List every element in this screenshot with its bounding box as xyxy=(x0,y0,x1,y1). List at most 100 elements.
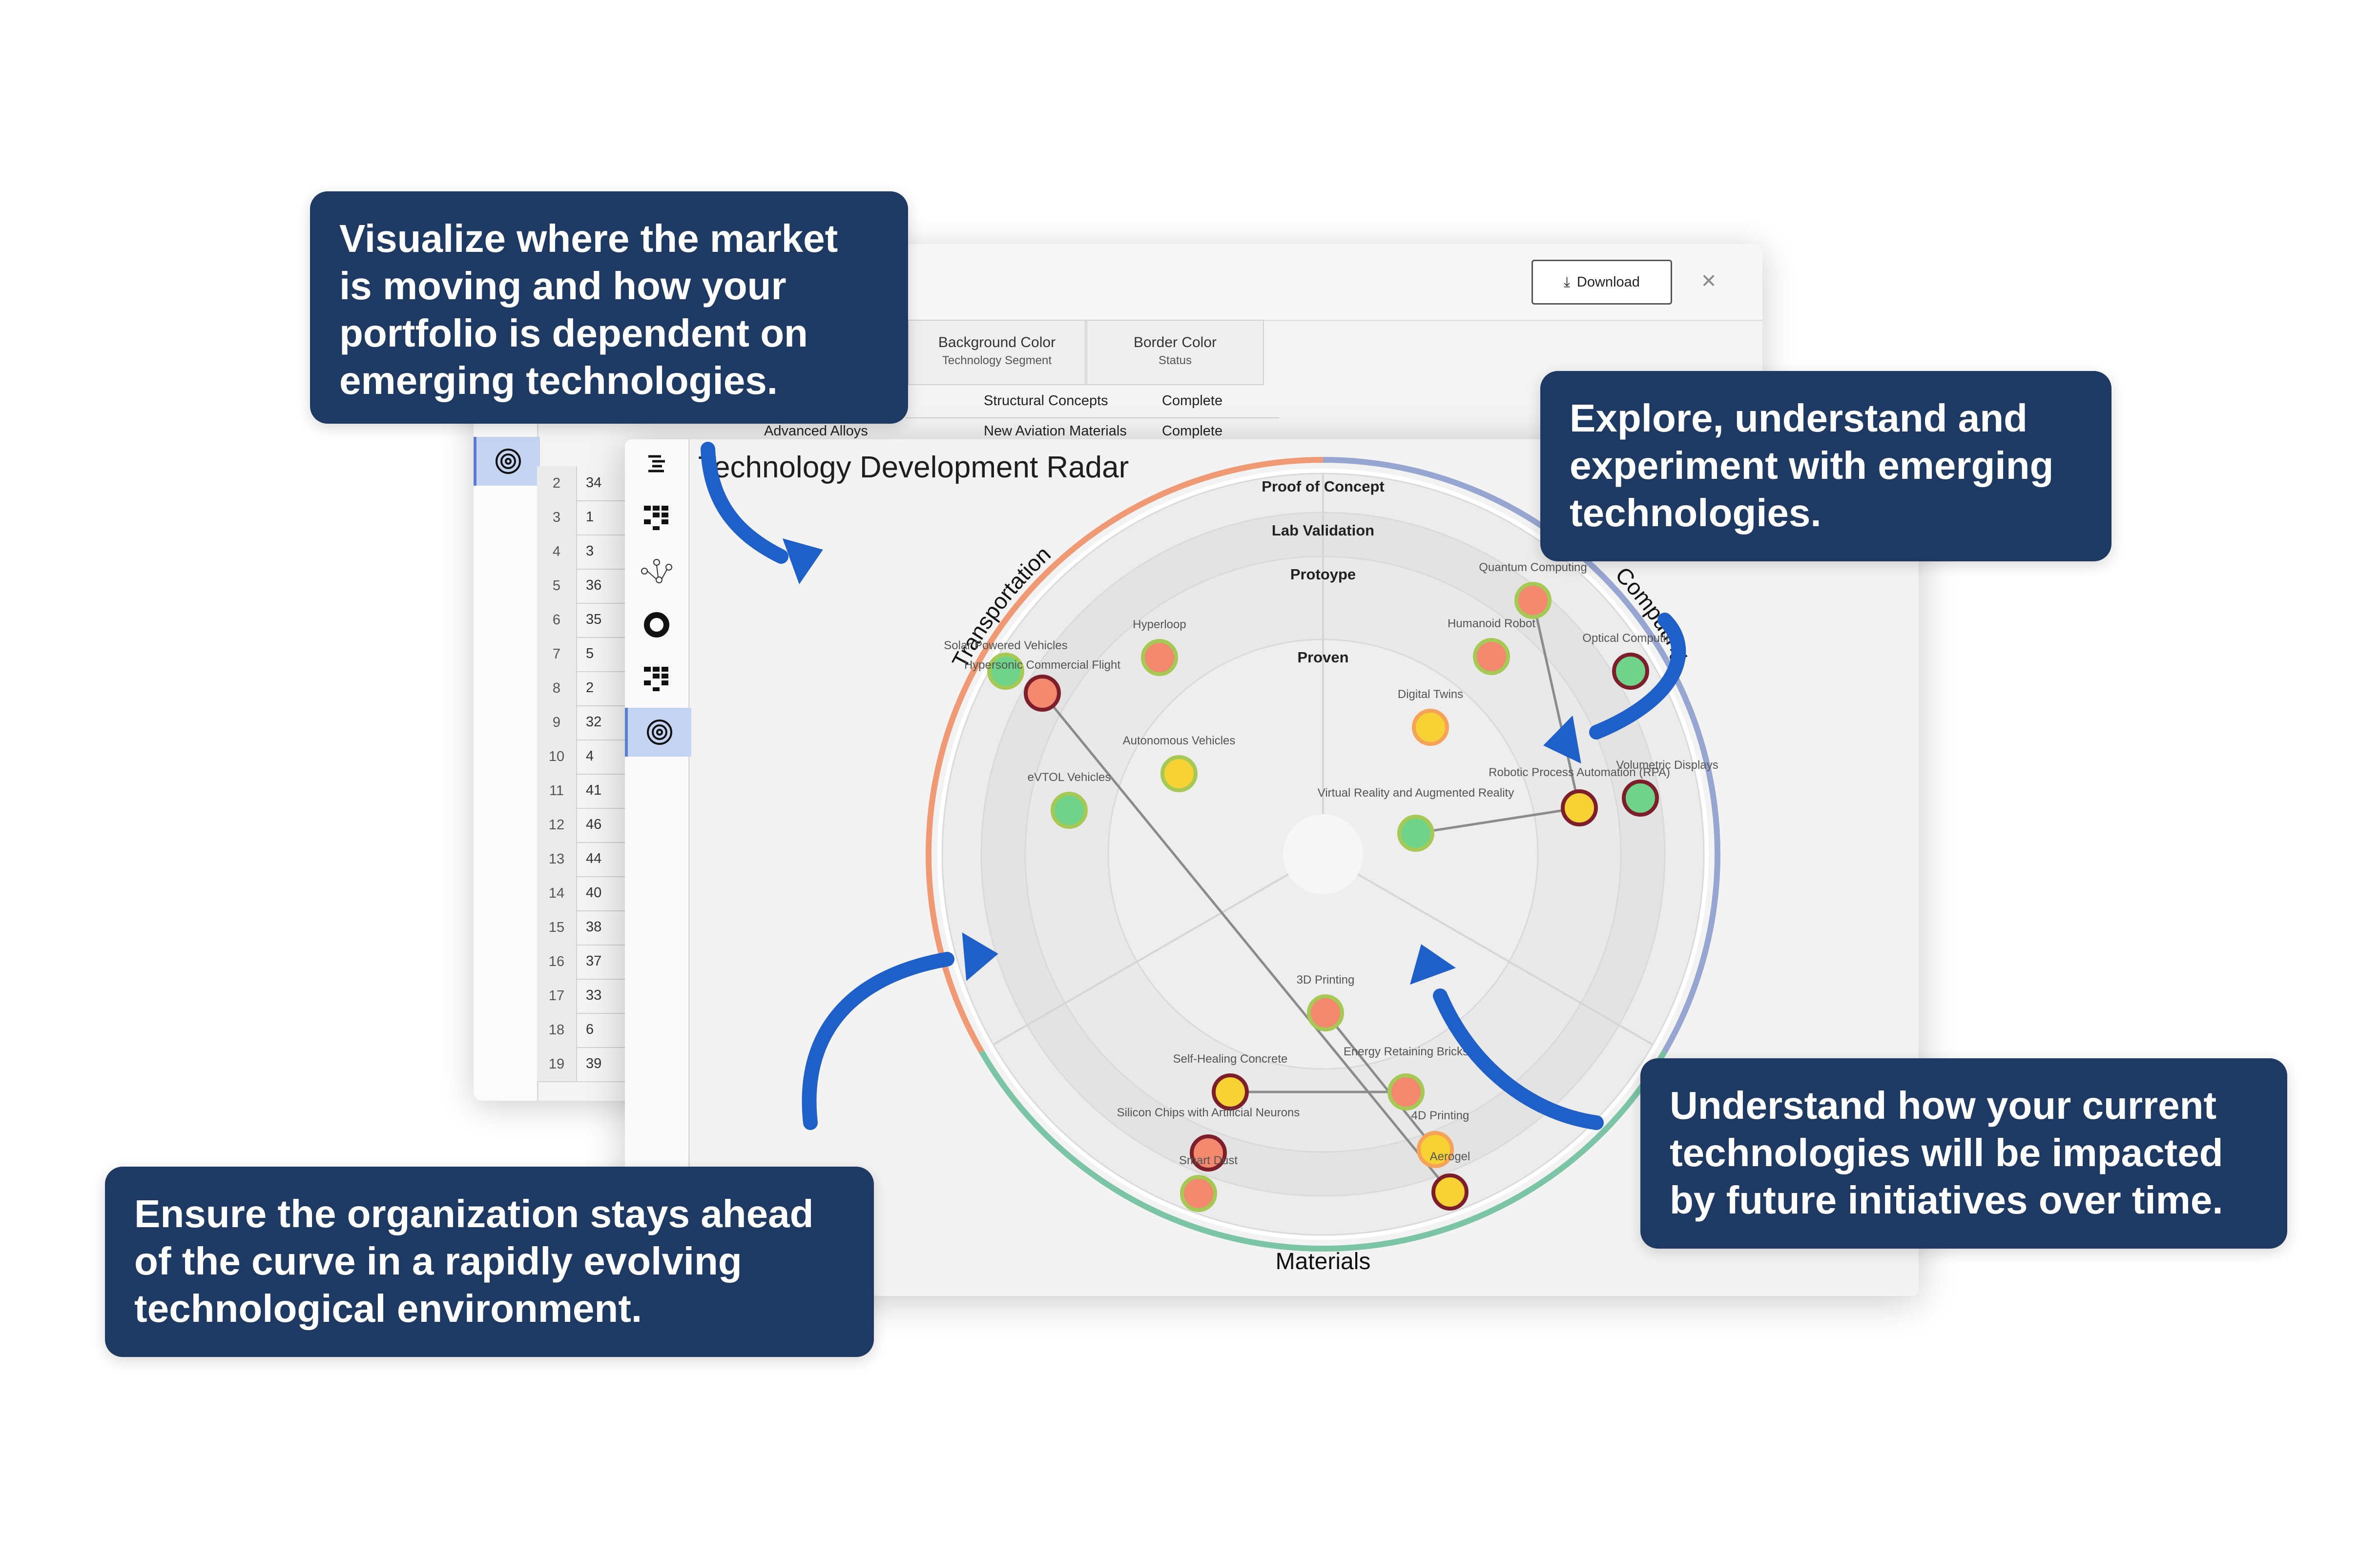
dependency-link xyxy=(1325,1012,1436,1151)
ring-label: Protoype xyxy=(1290,566,1356,583)
callout-stay-ahead: Ensure the organization stays ahead of t… xyxy=(105,1167,874,1357)
blip-label: Autonomous Vehicles xyxy=(1123,734,1236,747)
blip-label: 4D Printing xyxy=(1411,1109,1469,1122)
segment-arc-materials xyxy=(979,1049,1667,1252)
row-index: 4 xyxy=(537,535,577,569)
technology-blip xyxy=(1024,675,1061,712)
row-index: 17 xyxy=(537,979,577,1013)
row-index: 8 xyxy=(537,671,577,705)
table-header: Background Color Technology Segment Bord… xyxy=(908,320,1279,385)
heatmap-icon[interactable] xyxy=(625,493,688,542)
row-index: 2 xyxy=(537,466,577,500)
radar-center xyxy=(1283,814,1363,894)
blip-label: 3D Printing xyxy=(1297,973,1355,987)
row-index: 11 xyxy=(537,774,577,808)
dependency-link xyxy=(1415,806,1580,835)
segment-divider xyxy=(993,873,1289,1046)
download-label: Download xyxy=(1576,274,1640,290)
technology-blip xyxy=(1387,1073,1425,1110)
technology-blip xyxy=(1412,709,1449,746)
row-index: 6 xyxy=(537,603,577,637)
front-sidebar xyxy=(625,439,691,1296)
technology-blip xyxy=(987,653,1024,690)
heatmap-icon[interactable] xyxy=(625,654,688,703)
row-index: 7 xyxy=(537,637,577,671)
blip-label: Humanoid Robot xyxy=(1448,617,1535,630)
row-index: 10 xyxy=(537,740,577,774)
blip-label: Virtual Reality and Augmented Reality xyxy=(1318,786,1514,800)
blip-label: Hypersonic Commercial Flight xyxy=(964,658,1120,672)
close-icon[interactable]: × xyxy=(1701,267,1717,295)
radar-icon[interactable] xyxy=(474,437,540,486)
technology-blip xyxy=(1190,1134,1227,1172)
ring-label: Lab Validation xyxy=(1272,522,1374,539)
align-left-icon[interactable] xyxy=(625,439,688,488)
blip-label: Hyperloop xyxy=(1133,618,1186,631)
column-header-border-color[interactable]: Border Color Status xyxy=(1086,320,1264,385)
blip-label: Smart Dust xyxy=(1179,1154,1238,1167)
table-row[interactable]: 5 36 xyxy=(537,569,625,604)
row-value: 32 xyxy=(586,714,602,730)
download-button[interactable]: ⤓ Download xyxy=(1531,260,1672,305)
dependency-link xyxy=(1531,600,1581,808)
technology-blip xyxy=(1180,1175,1217,1212)
donut-chart-icon[interactable] xyxy=(625,600,688,649)
column-subtitle: Technology Segment xyxy=(942,354,1052,367)
row-value: 36 xyxy=(586,577,602,593)
row-value: 40 xyxy=(586,885,602,901)
back-sidebar xyxy=(474,320,540,1101)
technology-blip xyxy=(1397,815,1434,852)
segment-label: Materials xyxy=(1276,1249,1371,1275)
column-title: Background Color xyxy=(938,334,1056,350)
row-value: 33 xyxy=(586,987,602,1003)
radar-icon[interactable] xyxy=(625,708,691,757)
row-index: 15 xyxy=(537,910,577,945)
column-subtitle: Status xyxy=(1158,354,1192,367)
row-value: 35 xyxy=(586,612,602,627)
table-cell: New Aviation Materials xyxy=(984,423,1127,439)
network-graph-icon[interactable] xyxy=(625,547,688,596)
technology-blip xyxy=(1612,653,1649,690)
row-index: 16 xyxy=(537,945,577,979)
column-header-background-color[interactable]: Background Color Technology Segment xyxy=(908,320,1086,385)
radar-window: Technology Development Radar Proof of Co… xyxy=(625,439,1919,1296)
blip-label: Digital Twins xyxy=(1398,688,1463,701)
blip-label: Energy Retaining Bricks xyxy=(1344,1045,1469,1058)
dependency-link xyxy=(1041,692,1451,1193)
row-value: 1 xyxy=(586,509,594,525)
table-row[interactable]: 10 4 xyxy=(537,740,625,775)
row-value: 2 xyxy=(586,680,594,696)
technology-blip xyxy=(1160,755,1198,792)
row-value: 6 xyxy=(586,1022,594,1037)
row-value: 4 xyxy=(586,748,594,764)
row-index: 5 xyxy=(537,569,577,603)
row-index: 13 xyxy=(537,842,577,876)
download-icon: ⤓ xyxy=(1564,274,1570,290)
technology-blip xyxy=(1561,789,1598,826)
technology-blip xyxy=(1622,780,1659,817)
row-value: 38 xyxy=(586,919,602,935)
row-index: 19 xyxy=(537,1047,577,1081)
blip-label: Volumetric Displays xyxy=(1616,759,1718,772)
table-row[interactable]: 6 35 xyxy=(537,603,625,638)
ring-label: Proven xyxy=(1297,649,1348,666)
blip-label: eVTOL Vehicles xyxy=(1028,771,1111,784)
table-cell: Complete xyxy=(1162,423,1223,439)
technology-blip xyxy=(1051,792,1088,829)
callout-understand-impact: Understand how your current technologies… xyxy=(1640,1058,2287,1249)
